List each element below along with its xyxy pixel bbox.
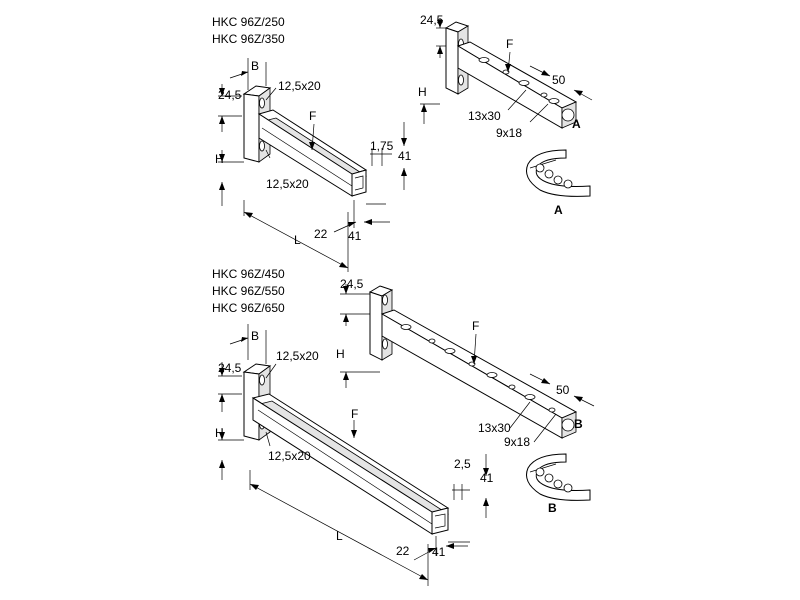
lower-dim-f: F: [351, 407, 358, 421]
detail-b-label: B: [548, 501, 557, 515]
upper-persp-labels: 24,5 F 50 H 13x30 9x18 A: [418, 13, 581, 140]
lower-dim-slot-top: 12,5x20: [276, 349, 319, 363]
lower-persp-labels: 24,5 F H 50 13x30 9x18 B: [336, 277, 583, 449]
upper-dim-f: F: [309, 109, 316, 123]
lower-dim-slot-bottom: 12,5x20: [268, 449, 311, 463]
upper-dim-slot-bottom: 12,5x20: [266, 177, 309, 191]
upper-dim-height: 41: [398, 149, 412, 163]
lower-dim-width: 41: [432, 545, 446, 559]
persp-lower-width: 50: [556, 383, 570, 397]
lower-persp-arm: [380, 309, 578, 439]
upper-dim-slot-top: 12,5x20: [278, 79, 321, 93]
upper-bracket-view: HKC 96Z/250 HKC 96Z/350: [212, 15, 412, 272]
lower-persp-dimension-lines: [340, 284, 595, 443]
upper-persp-arm: [456, 41, 578, 129]
persp-lower-f: F: [472, 319, 479, 333]
upper-perspective-view: 24,5 F 50 H 13x30 9x18 A: [418, 13, 593, 140]
lower-bracket-view: HKC 96Z/450 HKC 96Z/550 HKC 96Z/650: [212, 267, 494, 586]
detail-a: A: [526, 149, 591, 217]
lower-dim-plate: 24,5: [218, 361, 242, 375]
lower-channel-arm: [251, 393, 450, 535]
upper-dim-b: B: [251, 59, 259, 73]
persp-lower-slot-long: 13x30: [478, 421, 511, 435]
persp-upper-marker: A: [572, 117, 581, 131]
lower-dim-lip: 2,5: [454, 457, 471, 471]
upper-persp-dimension-lines: [420, 18, 593, 124]
upper-model-2: HKC 96Z/350: [212, 32, 285, 46]
detail-a-label: A: [554, 203, 563, 217]
lower-dimension-lines: [218, 324, 489, 586]
upper-dimension-lines: [218, 58, 407, 272]
persp-lower-h: H: [336, 347, 345, 361]
lower-model-3: HKC 96Z/650: [212, 301, 285, 315]
persp-lower-plate: 24,5: [340, 277, 364, 291]
lower-dim-l: L: [336, 529, 343, 543]
upper-dim-h: H: [215, 152, 224, 166]
lower-model-1: HKC 96Z/450: [212, 267, 285, 281]
lower-dim-h: H: [215, 426, 224, 440]
persp-lower-marker: B: [574, 417, 583, 431]
upper-model-1: HKC 96Z/250: [212, 15, 285, 29]
upper-dim-plate: 24,5: [218, 88, 242, 102]
upper-dim-width: 41: [348, 229, 362, 243]
upper-dim-lip: 1,75: [370, 139, 394, 153]
upper-dim-foot: 22: [314, 227, 328, 241]
persp-upper-width: 50: [552, 73, 566, 87]
persp-lower-slot-short: 9x18: [504, 435, 530, 449]
lower-dim-b: B: [251, 329, 259, 343]
lower-dimension-labels: B 12,5x20 24,5 F H 12,5x20 2,5 41 L 22 4…: [215, 329, 494, 559]
persp-upper-slot-long: 13x30: [468, 109, 501, 123]
lower-dim-height: 41: [480, 471, 494, 485]
lower-model-2: HKC 96Z/550: [212, 284, 285, 298]
persp-upper-h: H: [418, 85, 427, 99]
upper-dimension-labels: B 24,5 12,5x20 F 1,75 41 H 12,5x20 22 41…: [215, 59, 412, 247]
detail-b: B: [526, 453, 591, 515]
persp-upper-f: F: [506, 37, 513, 51]
lower-dim-foot: 22: [396, 544, 410, 558]
lower-perspective-view: 24,5 F H 50 13x30 9x18 B: [336, 277, 595, 449]
upper-dim-l: L: [294, 233, 301, 247]
persp-upper-plate: 24,5: [420, 13, 444, 27]
persp-upper-slot-short: 9x18: [496, 126, 522, 140]
